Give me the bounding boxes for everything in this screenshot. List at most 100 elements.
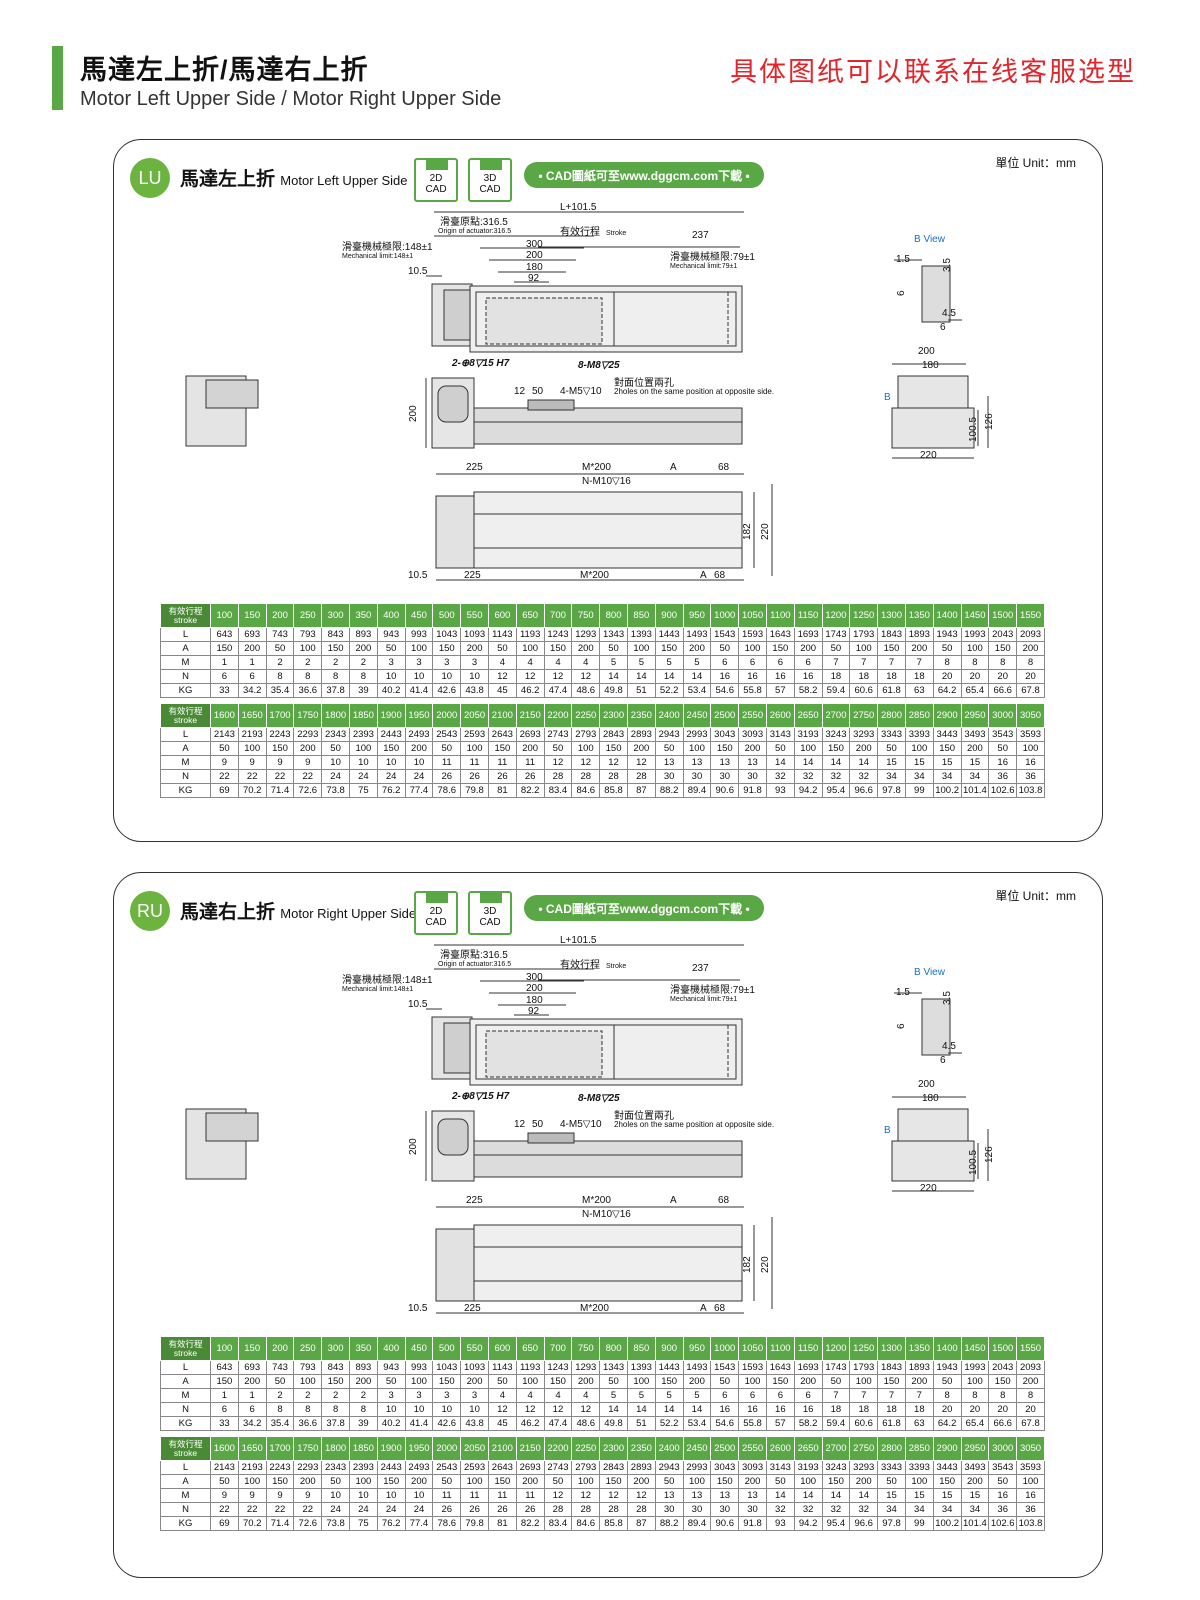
- stroke-cell: 650: [515, 603, 545, 628]
- table-cell: 30: [654, 769, 684, 784]
- table-cell: 643: [210, 627, 239, 642]
- table-cell: 101.4: [960, 783, 990, 798]
- table-cell: 43.8: [460, 683, 489, 698]
- stroke-cell: 3000: [988, 703, 1018, 728]
- table-cell: 13: [654, 755, 684, 770]
- table-cell: 22: [210, 769, 239, 784]
- table-cell: 3243: [821, 727, 851, 742]
- table-cell: 2343: [321, 1460, 350, 1475]
- end-dim-126: 126: [984, 413, 995, 430]
- table-cell: 6: [237, 669, 267, 684]
- table-cell: 8: [988, 655, 1018, 670]
- table-cell: 12: [487, 1402, 517, 1417]
- row-label: KG: [160, 1516, 211, 1531]
- table-cell: 4: [571, 655, 601, 670]
- dim-m5: 4-M5▽10: [560, 1119, 602, 1130]
- cad-download-link[interactable]: • CAD圖紙可至www.dggcm.com下載 •: [524, 895, 764, 921]
- table-cell: 10: [376, 1488, 406, 1503]
- stroke-cell: 550: [460, 1336, 489, 1361]
- table-cell: 2093: [1016, 1360, 1045, 1375]
- table-cell: 67.8: [1016, 1416, 1045, 1431]
- b-dim-6-bottom: 6: [940, 322, 946, 333]
- table-cell: 59.4: [821, 683, 851, 698]
- table-cell: 71.4: [265, 1516, 295, 1531]
- table-cell: 28: [626, 1502, 656, 1517]
- table-cell: 200: [348, 1374, 378, 1389]
- table-cell: 200: [571, 1374, 601, 1389]
- table-cell: 14: [682, 669, 712, 684]
- table-cell: 1443: [654, 627, 684, 642]
- dim-mech-left-en: Mechanical limit:148±1: [342, 253, 413, 260]
- dim-side-200: 200: [408, 1138, 419, 1155]
- stroke-cell: 2600: [765, 1436, 795, 1461]
- dim-a-bottom: A: [700, 570, 707, 581]
- table-cell: 2: [321, 1388, 350, 1403]
- stroke-cell: 650: [515, 1336, 545, 1361]
- table-cell: 60.6: [849, 683, 879, 698]
- table-cell: 2293: [293, 727, 323, 742]
- table-cell: 22: [237, 769, 267, 784]
- table-cell: 50: [877, 741, 906, 756]
- table-cell: 2743: [543, 1460, 573, 1475]
- stroke-cell: 850: [626, 1336, 656, 1361]
- table-cell: 55.8: [738, 683, 767, 698]
- table-cell: 100: [348, 1474, 378, 1489]
- table-cell: 150: [821, 1474, 851, 1489]
- table-cell: 100: [460, 741, 489, 756]
- table-cell: 7: [877, 655, 906, 670]
- b-view-label: B View: [914, 234, 946, 245]
- table-cell: 200: [460, 1374, 489, 1389]
- table-cell: 55.8: [738, 1416, 767, 1431]
- stroke-cell: 1350: [904, 1336, 934, 1361]
- stroke-cell: 2850: [904, 703, 934, 728]
- table-cell: 22: [265, 769, 295, 784]
- table-cell: 6: [710, 1388, 740, 1403]
- stroke-cell: 150: [237, 1336, 267, 1361]
- stroke-cell: 100: [210, 603, 239, 628]
- table-cell: 50: [487, 641, 517, 656]
- end-b-marker: B: [884, 392, 891, 403]
- stroke-cell: 1850: [348, 1436, 378, 1461]
- table-cell: 58.2: [793, 1416, 823, 1431]
- table-cell: 993: [404, 627, 434, 642]
- table-cell: 28: [626, 769, 656, 784]
- table-cell: 89.4: [682, 783, 712, 798]
- table-cell: 33: [210, 683, 239, 698]
- b-dim-4-5: 4.5: [942, 308, 956, 319]
- table-cell: 2543: [432, 1460, 462, 1475]
- table-cell: 50: [710, 641, 740, 656]
- table-cell: 20: [1016, 669, 1045, 684]
- cad-download-link[interactable]: • CAD圖紙可至www.dggcm.com下載 •: [524, 162, 764, 188]
- table-cell: 103.8: [1016, 783, 1045, 798]
- table-cell: 10: [404, 1402, 434, 1417]
- table-cell: 71.4: [265, 783, 295, 798]
- table-cell: 16: [1016, 1488, 1045, 1503]
- table-cell: 28: [599, 1502, 628, 1517]
- table-cell: 50: [432, 741, 462, 756]
- stroke-cell: 2050: [460, 703, 489, 728]
- table-cell: 9: [237, 755, 267, 770]
- stroke-cell: 150: [237, 603, 267, 628]
- table-cell: 14: [821, 755, 851, 770]
- table-cell: 200: [1016, 1374, 1045, 1389]
- table-cell: 36: [988, 769, 1018, 784]
- table-cell: 3043: [710, 1460, 740, 1475]
- table-cell: 200: [626, 741, 656, 756]
- table-cell: 893: [348, 1360, 378, 1375]
- table-cell: 81: [487, 1516, 517, 1531]
- table-cell: 87: [626, 783, 656, 798]
- table-cell: 2893: [626, 1460, 656, 1475]
- dim-182: 182: [742, 523, 753, 540]
- table-cell: 28: [599, 769, 628, 784]
- table-cell: 18: [877, 669, 906, 684]
- table-cell: 1143: [487, 627, 517, 642]
- table-cell: 34: [904, 1502, 934, 1517]
- stroke-cell: 2350: [626, 703, 656, 728]
